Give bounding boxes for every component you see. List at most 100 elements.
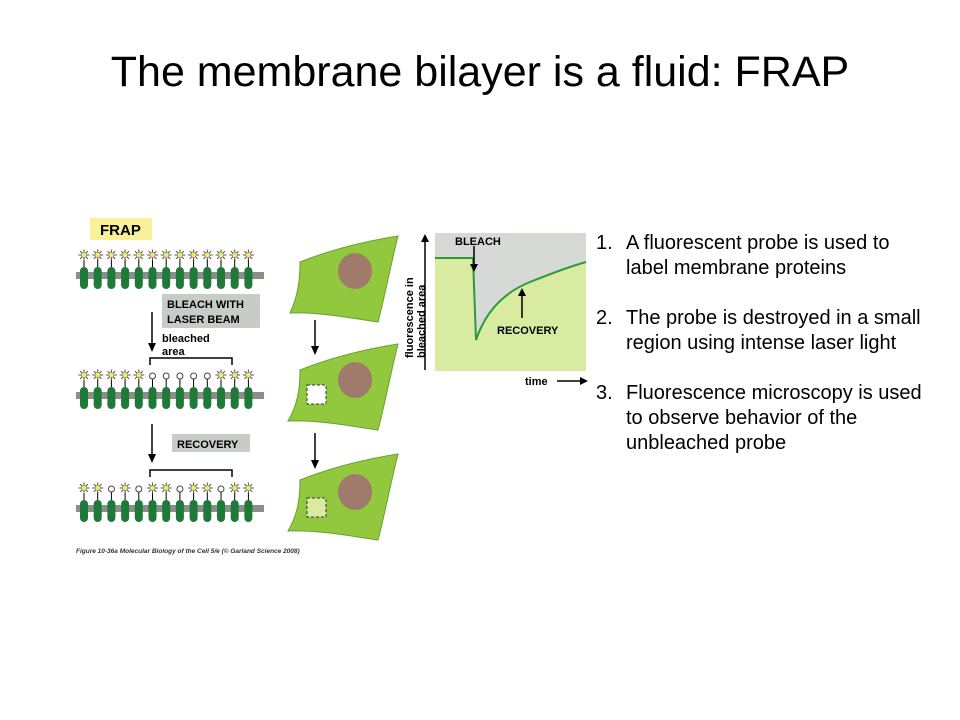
membrane-rows [76,249,264,522]
bleached-probe-icon [149,372,156,380]
fluorescent-probe-icon [78,369,90,381]
fluorescent-probe-icon [160,249,172,261]
fluorescent-probe-icon [215,369,227,381]
membrane-protein [93,267,102,289]
bleached-probe-icon [176,372,184,380]
bleached-probe-icon [135,485,143,493]
membrane-protein [230,387,239,409]
cell-2 [287,343,399,431]
down-arrow-1 [148,312,156,352]
bleached-probe-icon [107,485,115,493]
step-text-1: A fluorescent probe is used to label mem… [626,232,890,279]
bleached-area-bracket-1 [149,357,233,365]
fluorescence-curve [435,257,587,341]
step-item-1: 1. A fluorescent probe is used to label … [596,231,926,281]
step-item-2: 2. The probe is destroyed in a small reg… [596,306,926,356]
fluorescent-probe-icon [92,249,104,261]
membrane-protein [189,387,198,409]
step-text-3: Fluorescence microscopy is used to obser… [626,382,922,454]
fluorescent-probe-icon [133,249,145,261]
membrane-protein [107,267,116,289]
membrane-protein [244,387,253,409]
nucleus-2 [338,362,372,398]
fluorescent-probe-icon [229,249,241,261]
membrane-protein [230,267,239,289]
fluorescent-probe-icon [147,249,158,261]
membrane-protein [189,267,198,289]
membrane-protein [148,267,157,289]
bleached-probe-icon [176,485,184,493]
membrane-protein [189,500,198,522]
membrane-protein [244,267,253,289]
fluorescent-probe-icon [188,249,200,261]
fluorescent-probe-icon [188,482,200,494]
fluorescent-probe-icon [147,482,158,494]
membrane-protein [217,500,225,522]
graph-green-area [435,258,586,371]
x-axis-label: time [525,376,548,388]
figure-caption: Figure 10-36a Molecular Biology of the C… [76,547,300,555]
nucleus-3 [338,474,372,510]
fluorescent-probe-icon [133,369,145,381]
cell-1 [289,235,399,323]
steps-list: 1. A fluorescent probe is used to label … [596,231,926,481]
membrane-protein [121,267,130,289]
fluorescent-probe-icon [174,249,186,261]
fluorescent-probe-icon [105,249,117,261]
fluorescent-probe-icon [119,369,131,381]
membrane-protein [162,500,171,522]
fluorescent-probe-icon [229,482,241,494]
bleach-label-line2: LASER BEAM [167,314,240,326]
membrane-protein [134,500,143,522]
membrane-protein [203,267,212,289]
down-arrow-2 [148,424,156,463]
cell-arrow-1 [311,320,319,355]
cell-3 [287,453,399,541]
bleached-area-bracket-2 [149,469,233,477]
membrane-protein [134,387,143,409]
membrane-protein [244,500,253,522]
fluorescent-probe-icon [105,369,117,381]
membrane-protein [134,267,143,289]
membrane-protein [217,267,225,289]
membrane-protein [162,387,171,409]
membrane-protein [148,500,157,522]
membrane-protein [80,387,88,409]
fluorescent-probe-icon [201,482,213,494]
membrane-protein [203,500,212,522]
frap-label: FRAP [100,222,141,239]
membrane-protein [230,500,239,522]
step-text-2: The probe is destroyed in a small region… [626,307,921,354]
fluorescent-probe-icon [160,482,172,494]
fluorescent-probe-icon [242,482,254,494]
fluorescent-probe-icon [78,482,90,494]
cell-arrow-2 [311,433,319,469]
fluorescent-probe-icon [92,369,104,381]
bleached-area-line1: bleached [162,333,210,345]
membrane-protein [121,500,130,522]
frap-label-box [90,218,152,240]
bleached-square-2 [306,384,327,405]
membrane-protein [121,387,130,409]
fluorescent-probe-icon [119,482,131,494]
fluorescent-probe-icon [78,249,90,261]
membrane-protein [93,500,102,522]
slide-title: The membrane bilayer is a fluid: FRAP [110,48,850,96]
membrane-protein [162,267,171,289]
membrane-protein [93,387,102,409]
membrane-protein [175,267,184,289]
bleached-probe-icon [203,372,211,380]
membrane-protein [107,387,116,409]
membrane-protein [175,387,184,409]
y-axis-label-line1: fluorescence in [404,277,416,358]
step-item-3: 3. Fluorescence microscopy is used to ob… [596,381,926,456]
membrane-protein [217,387,225,409]
fluorescent-probe-icon [201,249,213,261]
bleached-square-3 [306,497,327,518]
bleach-label-box [162,294,260,328]
bleached-probe-icon [190,372,198,380]
frap-graph: BLEACH RECOVERY fluorescence in bleached… [404,233,588,388]
membrane-protein [107,500,116,522]
membrane-protein [80,267,88,289]
